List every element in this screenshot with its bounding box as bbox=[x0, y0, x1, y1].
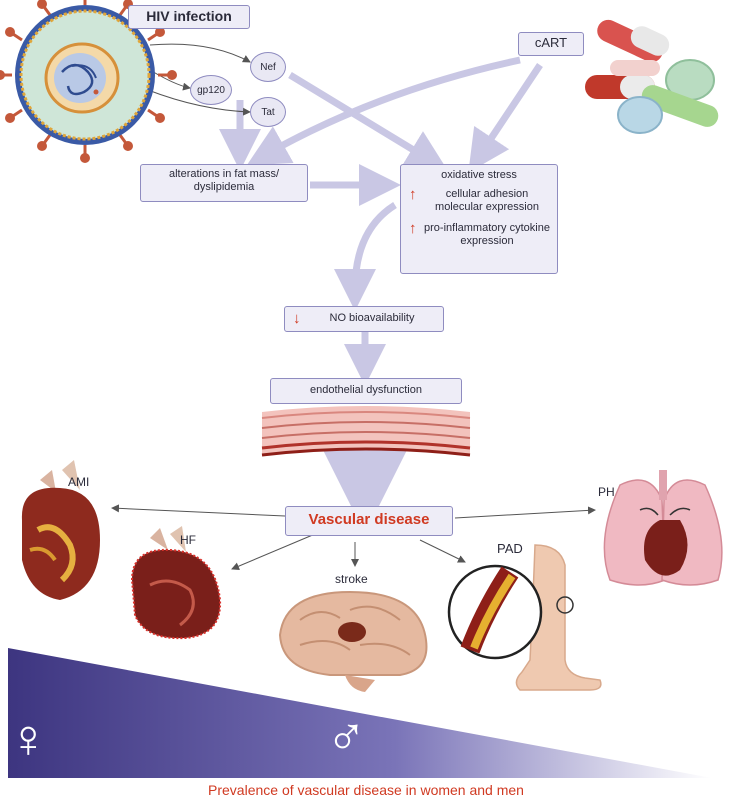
no-bioavailability-box: ↓ NO bioavailability bbox=[284, 306, 444, 332]
hiv-infection-box: HIV infection bbox=[128, 5, 250, 29]
stroke-label: stroke bbox=[335, 572, 368, 586]
gp120-node: gp120 bbox=[190, 75, 232, 105]
cart-box: cART bbox=[518, 32, 584, 56]
cytokine-label: pro-inflammatory cytokine expression bbox=[424, 222, 550, 247]
male-symbol: ♂ bbox=[326, 707, 367, 767]
endothelial-dysfunction-box: endothelial dysfunction bbox=[270, 378, 462, 404]
prevalence-caption: Prevalence of vascular disease in women … bbox=[208, 782, 524, 798]
arrow-hiv-nef bbox=[149, 43, 251, 63]
decrease-arrow-icon: ↓ bbox=[293, 310, 301, 327]
tat-node: Tat bbox=[250, 97, 286, 127]
tat-label: Tat bbox=[261, 106, 275, 118]
increase-arrow-icon: ↑ bbox=[409, 186, 417, 203]
brain-icon bbox=[278, 590, 428, 692]
arrow-cart-fat bbox=[246, 56, 521, 166]
arrow-vascular-hf bbox=[231, 533, 316, 570]
arrow-hiv-tat bbox=[147, 89, 251, 116]
cytokine-row: ↑ pro-inflammatory cytokine expression bbox=[407, 220, 551, 248]
vascular-disease-box: Vascular disease bbox=[285, 506, 453, 536]
heart-icon bbox=[21, 460, 100, 600]
heart-hf-icon bbox=[130, 526, 222, 640]
increase-arrow-icon: ↑ bbox=[409, 220, 417, 237]
oxidative-stress-box: oxidative stress ↑ cellular adhesion mol… bbox=[400, 164, 558, 274]
leg-icon bbox=[447, 544, 602, 691]
pills-icon bbox=[585, 19, 719, 134]
arrow-nef-oxidative bbox=[288, 72, 448, 171]
hf-label: HF bbox=[180, 533, 196, 547]
arrow-cart-oxidative bbox=[468, 63, 543, 173]
ph-label: PH bbox=[598, 485, 615, 499]
prevalence-gradient bbox=[8, 648, 712, 778]
fat-mass-box: alterations in fat mass/ dyslipidemia bbox=[140, 164, 308, 202]
arrow-vascular-ph bbox=[454, 506, 596, 519]
virus-icon bbox=[0, 0, 177, 163]
gp120-label: gp120 bbox=[197, 84, 225, 96]
arrow-oxidative-no bbox=[334, 202, 397, 311]
lungs-icon bbox=[603, 470, 723, 586]
nef-node: Nef bbox=[250, 52, 286, 82]
vessel-icon bbox=[261, 406, 471, 457]
arrow-vascular-pad bbox=[419, 539, 466, 563]
nef-label: Nef bbox=[260, 61, 276, 73]
oxidative-stress-label: oxidative stress bbox=[441, 169, 517, 181]
no-bioavailability-label: NO bioavailability bbox=[329, 312, 415, 324]
female-symbol: ♀ bbox=[8, 709, 49, 769]
adhesion-label: cellular adhesion molecular expression bbox=[435, 188, 539, 213]
ami-label: AMI bbox=[68, 475, 90, 489]
adhesion-row: ↑ cellular adhesion molecular expression bbox=[407, 186, 551, 214]
pad-label: PAD bbox=[497, 541, 523, 556]
arrow-vascular-ami bbox=[111, 504, 286, 517]
